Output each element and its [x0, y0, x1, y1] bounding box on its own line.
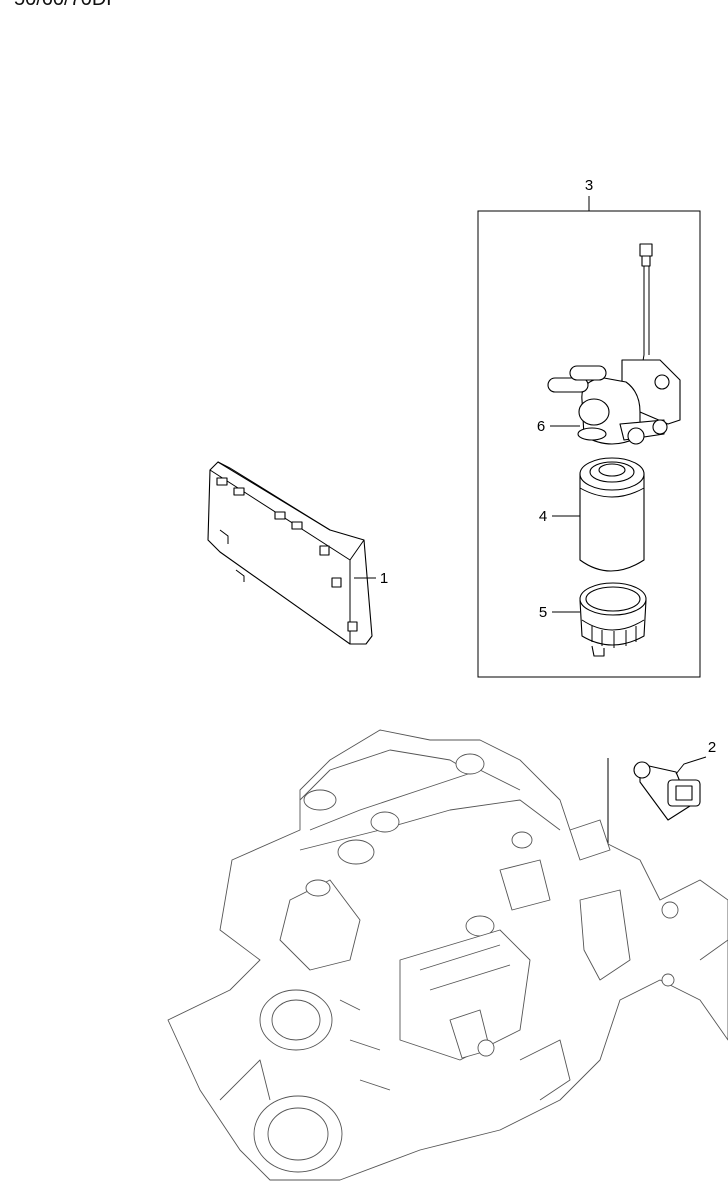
- page-title: 50/60/70DF: [14, 0, 119, 11]
- callout-5[interactable]: 5: [539, 604, 547, 621]
- callout-6[interactable]: 6: [537, 418, 545, 435]
- leader-2: [675, 756, 707, 775]
- callout-4[interactable]: 4: [539, 508, 547, 525]
- filter-head-part-6[interactable]: [547, 243, 681, 445]
- callout-1[interactable]: 1: [380, 570, 388, 587]
- callout-2[interactable]: 2: [708, 739, 716, 756]
- separator-bowl-part-5[interactable]: [579, 582, 647, 657]
- sensor-part-2[interactable]: [633, 761, 701, 821]
- ecu-controller-part-1[interactable]: [207, 461, 373, 645]
- filter-cartridge-part-4[interactable]: [579, 457, 645, 572]
- engine-illustration: [167, 729, 728, 1181]
- callout-3[interactable]: 3: [585, 177, 593, 194]
